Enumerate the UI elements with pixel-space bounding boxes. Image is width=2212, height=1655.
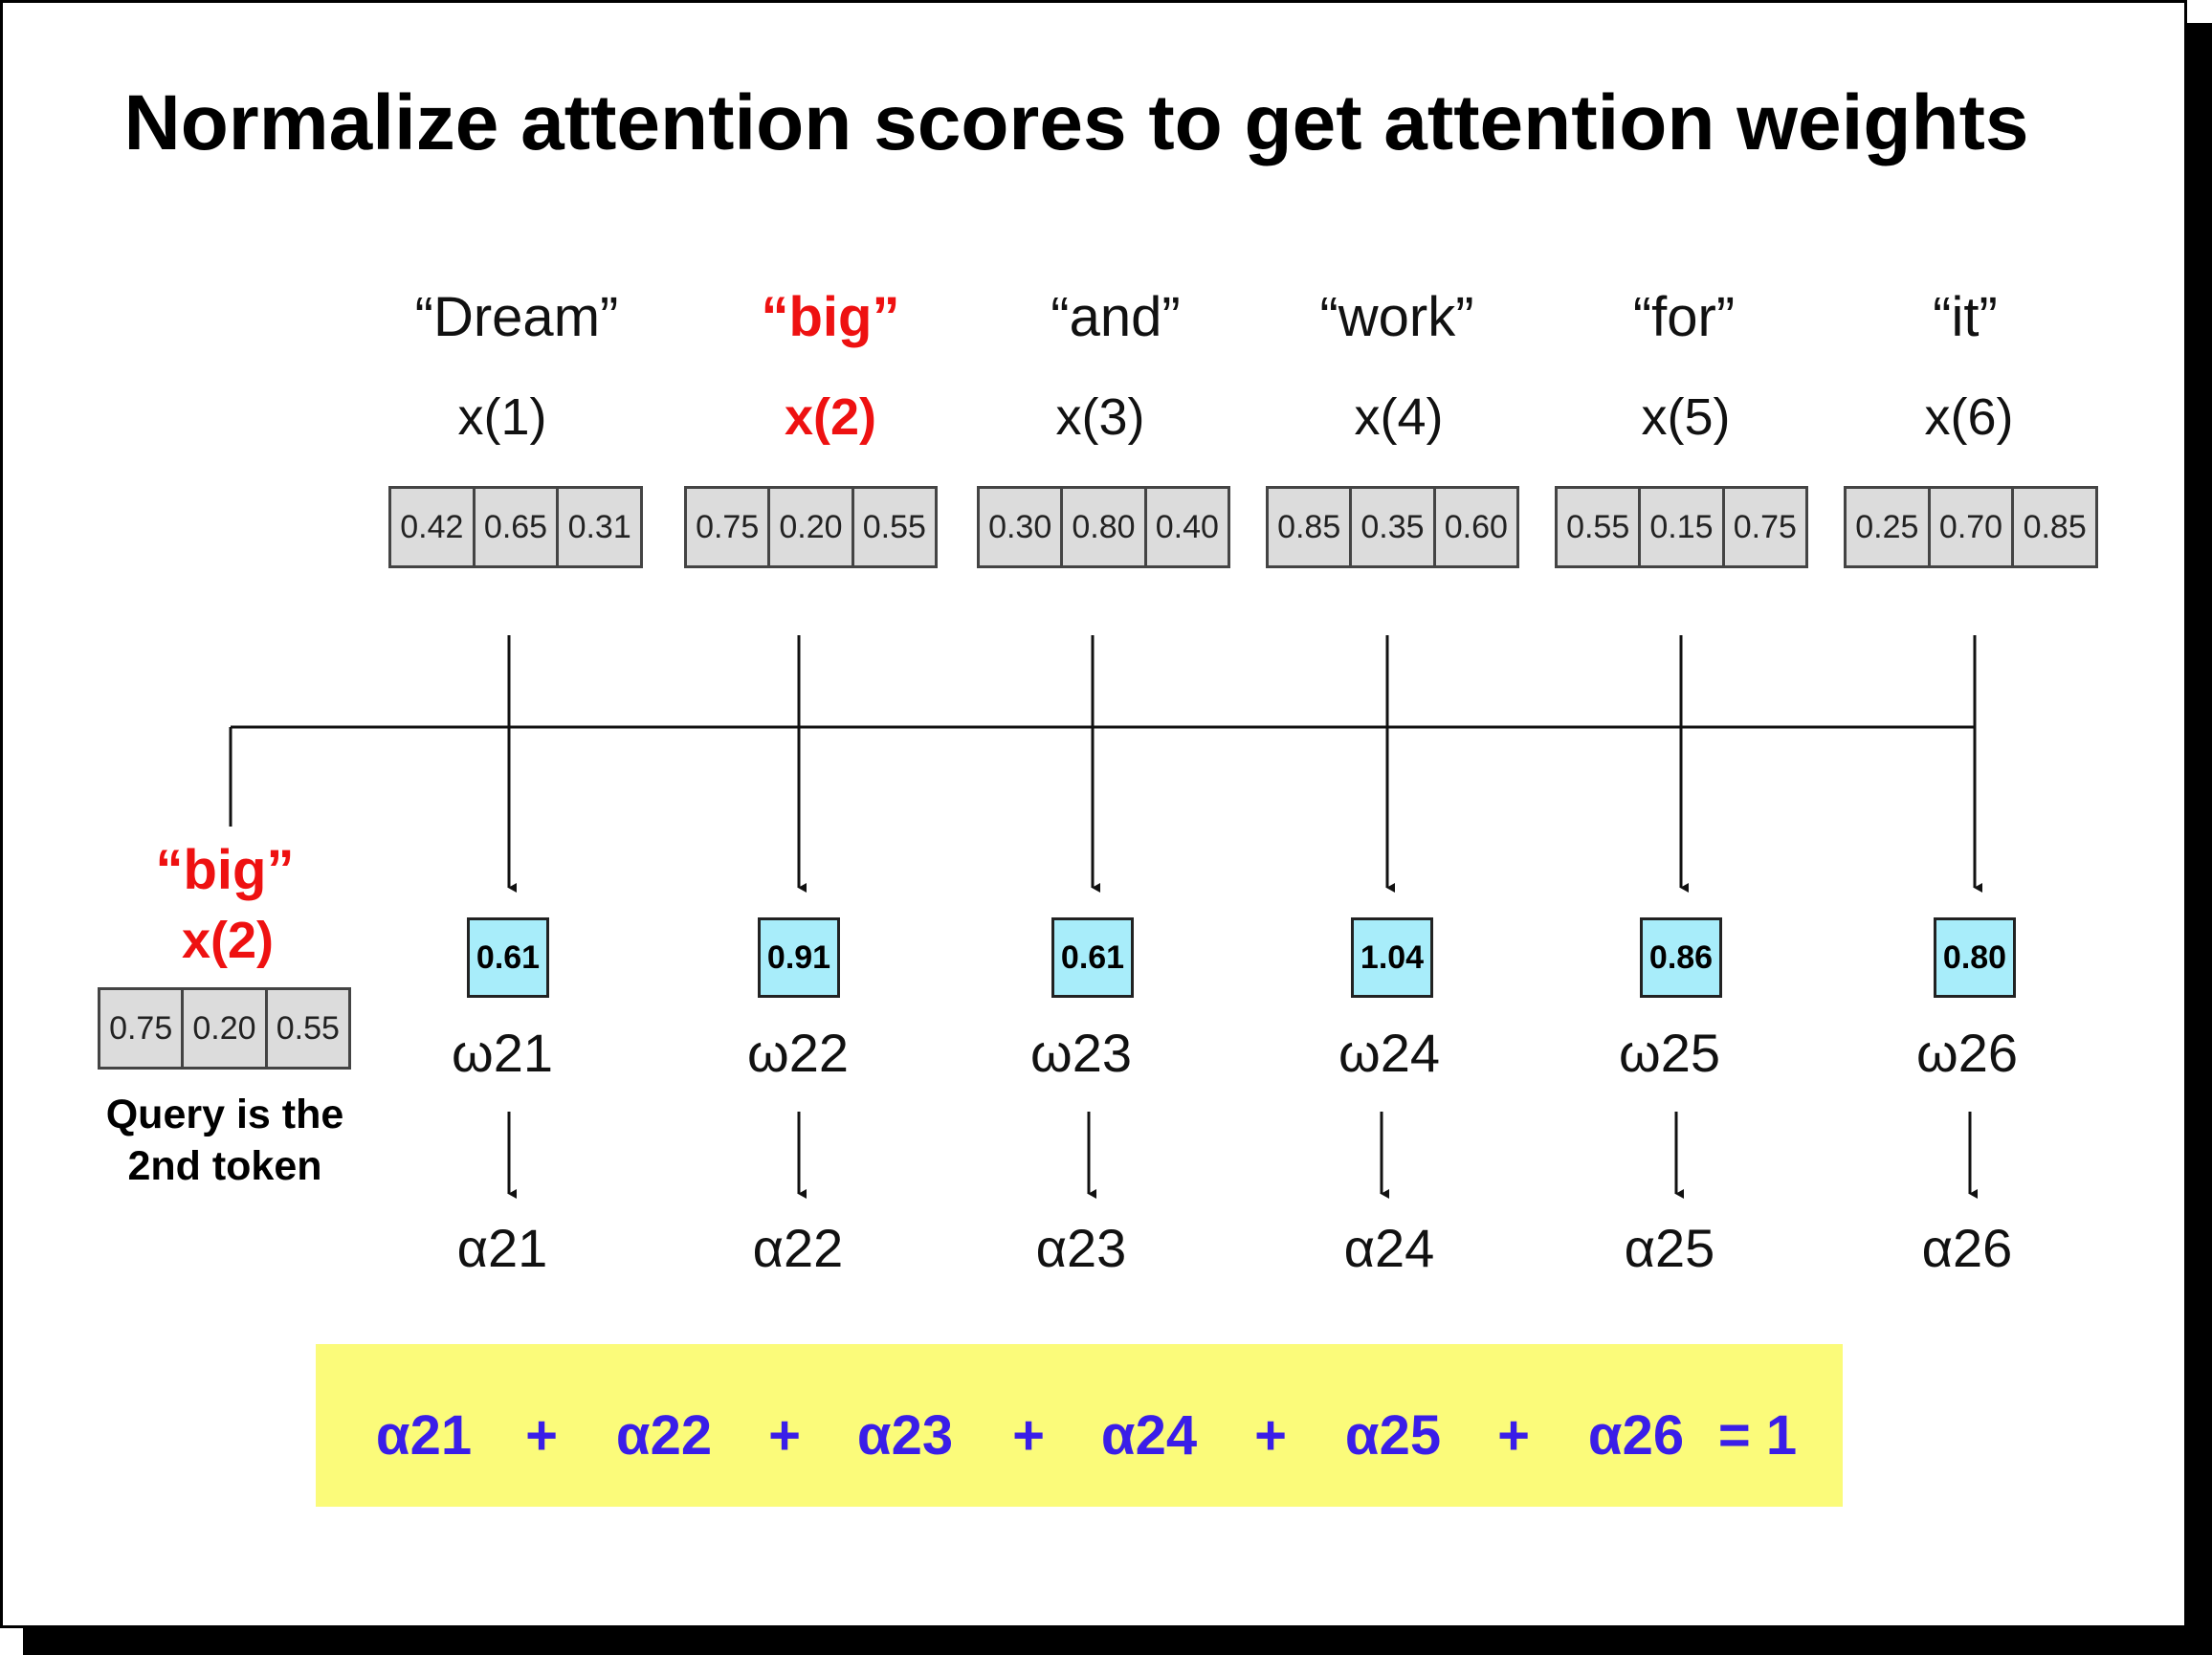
sum-operator: + — [768, 1404, 801, 1467]
token-word-1: “Dream” — [414, 286, 619, 348]
vector-cell: 0.40 — [1155, 508, 1219, 545]
attention-score-3: 0.61 — [1051, 917, 1134, 998]
token-vector-5: 0.55 0.15 0.75 — [1555, 486, 1808, 568]
sum-term: α23 — [856, 1404, 954, 1467]
omega-label-6: ω26 — [1915, 1023, 2019, 1083]
omega-label-3: ω23 — [1029, 1023, 1133, 1083]
query-note-line-1: Query is the — [105, 1092, 344, 1137]
token-word-6: “it” — [1933, 286, 1998, 348]
token-label-4: x(4) — [1354, 388, 1444, 446]
sum-operator: + — [525, 1404, 558, 1467]
vector-cell: 0.85 — [1269, 489, 1353, 565]
vector-cell: 0.35 — [1352, 489, 1436, 565]
token-word-2: “big” — [761, 286, 900, 348]
attention-score-5: 0.86 — [1640, 917, 1722, 998]
alpha-label-1: α21 — [456, 1218, 548, 1278]
sum-operator: + — [1012, 1404, 1045, 1467]
token-label-3: x(3) — [1055, 388, 1145, 446]
query-vector: 0.75 0.20 0.55 — [98, 987, 351, 1070]
sum-equation-bar — [316, 1344, 1843, 1507]
attention-score-4: 1.04 — [1351, 917, 1433, 998]
vector-cell: 0.15 — [1641, 489, 1725, 565]
token-vector-6: 0.25 0.70 0.85 — [1844, 486, 2098, 568]
vector-cell: 0.60 — [1444, 508, 1508, 545]
vector-cell: 0.30 — [980, 489, 1064, 565]
vector-cell: 0.75 — [100, 990, 185, 1067]
diagram-title: Normalize attention scores to get attent… — [123, 79, 2029, 166]
omega-label-1: ω21 — [451, 1023, 554, 1083]
vector-cell: 0.75 — [687, 489, 771, 565]
omega-label-2: ω22 — [746, 1023, 850, 1083]
vector-cell: 0.75 — [1733, 508, 1797, 545]
vector-cell: 0.55 — [862, 508, 926, 545]
query-note: Query is the 2nd token — [106, 1089, 344, 1192]
sum-term: α26 — [1587, 1404, 1685, 1467]
vector-cell: 0.20 — [184, 990, 268, 1067]
sum-term: α25 — [1344, 1404, 1442, 1467]
query-note-line-2: 2nd token — [127, 1143, 322, 1189]
vector-cell: 0.20 — [770, 489, 854, 565]
sum-term: α24 — [1100, 1404, 1198, 1467]
token-vector-1: 0.42 0.65 0.31 — [388, 486, 643, 568]
token-label-5: x(5) — [1641, 388, 1731, 446]
omega-label-4: ω24 — [1338, 1023, 1441, 1083]
token-label-1: x(1) — [457, 388, 547, 446]
vector-cell: 0.70 — [1931, 489, 2015, 565]
sum-operator: + — [1254, 1404, 1287, 1467]
vector-cell: 0.55 — [276, 1009, 340, 1047]
token-word-3: “and” — [1051, 286, 1181, 348]
alpha-label-5: α25 — [1624, 1218, 1715, 1278]
token-label-6: x(6) — [1924, 388, 2014, 446]
alpha-label-3: α23 — [1035, 1218, 1127, 1278]
sum-result: = 1 — [1717, 1404, 1798, 1467]
sum-term: α21 — [375, 1404, 473, 1467]
sum-operator: + — [1497, 1404, 1530, 1467]
attention-score-2: 0.91 — [758, 917, 840, 998]
attention-score-1: 0.61 — [467, 917, 549, 998]
vector-cell: 0.31 — [567, 508, 631, 545]
token-word-4: “work” — [1319, 286, 1474, 348]
alpha-label-6: α26 — [1921, 1218, 2013, 1278]
query-label: x(2) — [181, 912, 275, 969]
token-word-5: “for” — [1632, 286, 1736, 348]
vector-cell: 0.80 — [1063, 489, 1147, 565]
attention-score-6: 0.80 — [1934, 917, 2016, 998]
alpha-label-4: α24 — [1343, 1218, 1435, 1278]
vector-cell: 0.65 — [476, 489, 560, 565]
alpha-label-2: α22 — [752, 1218, 844, 1278]
omega-label-5: ω25 — [1618, 1023, 1721, 1083]
token-vector-4: 0.85 0.35 0.60 — [1266, 486, 1519, 568]
query-word: “big” — [155, 839, 295, 901]
vector-cell: 0.42 — [391, 489, 476, 565]
token-label-2: x(2) — [784, 388, 877, 446]
token-vector-2: 0.75 0.20 0.55 — [684, 486, 938, 568]
vector-cell: 0.55 — [1558, 489, 1642, 565]
token-vector-3: 0.30 0.80 0.40 — [977, 486, 1230, 568]
vector-cell: 0.85 — [2023, 508, 2087, 545]
sum-term: α22 — [615, 1404, 713, 1467]
vector-cell: 0.25 — [1847, 489, 1931, 565]
